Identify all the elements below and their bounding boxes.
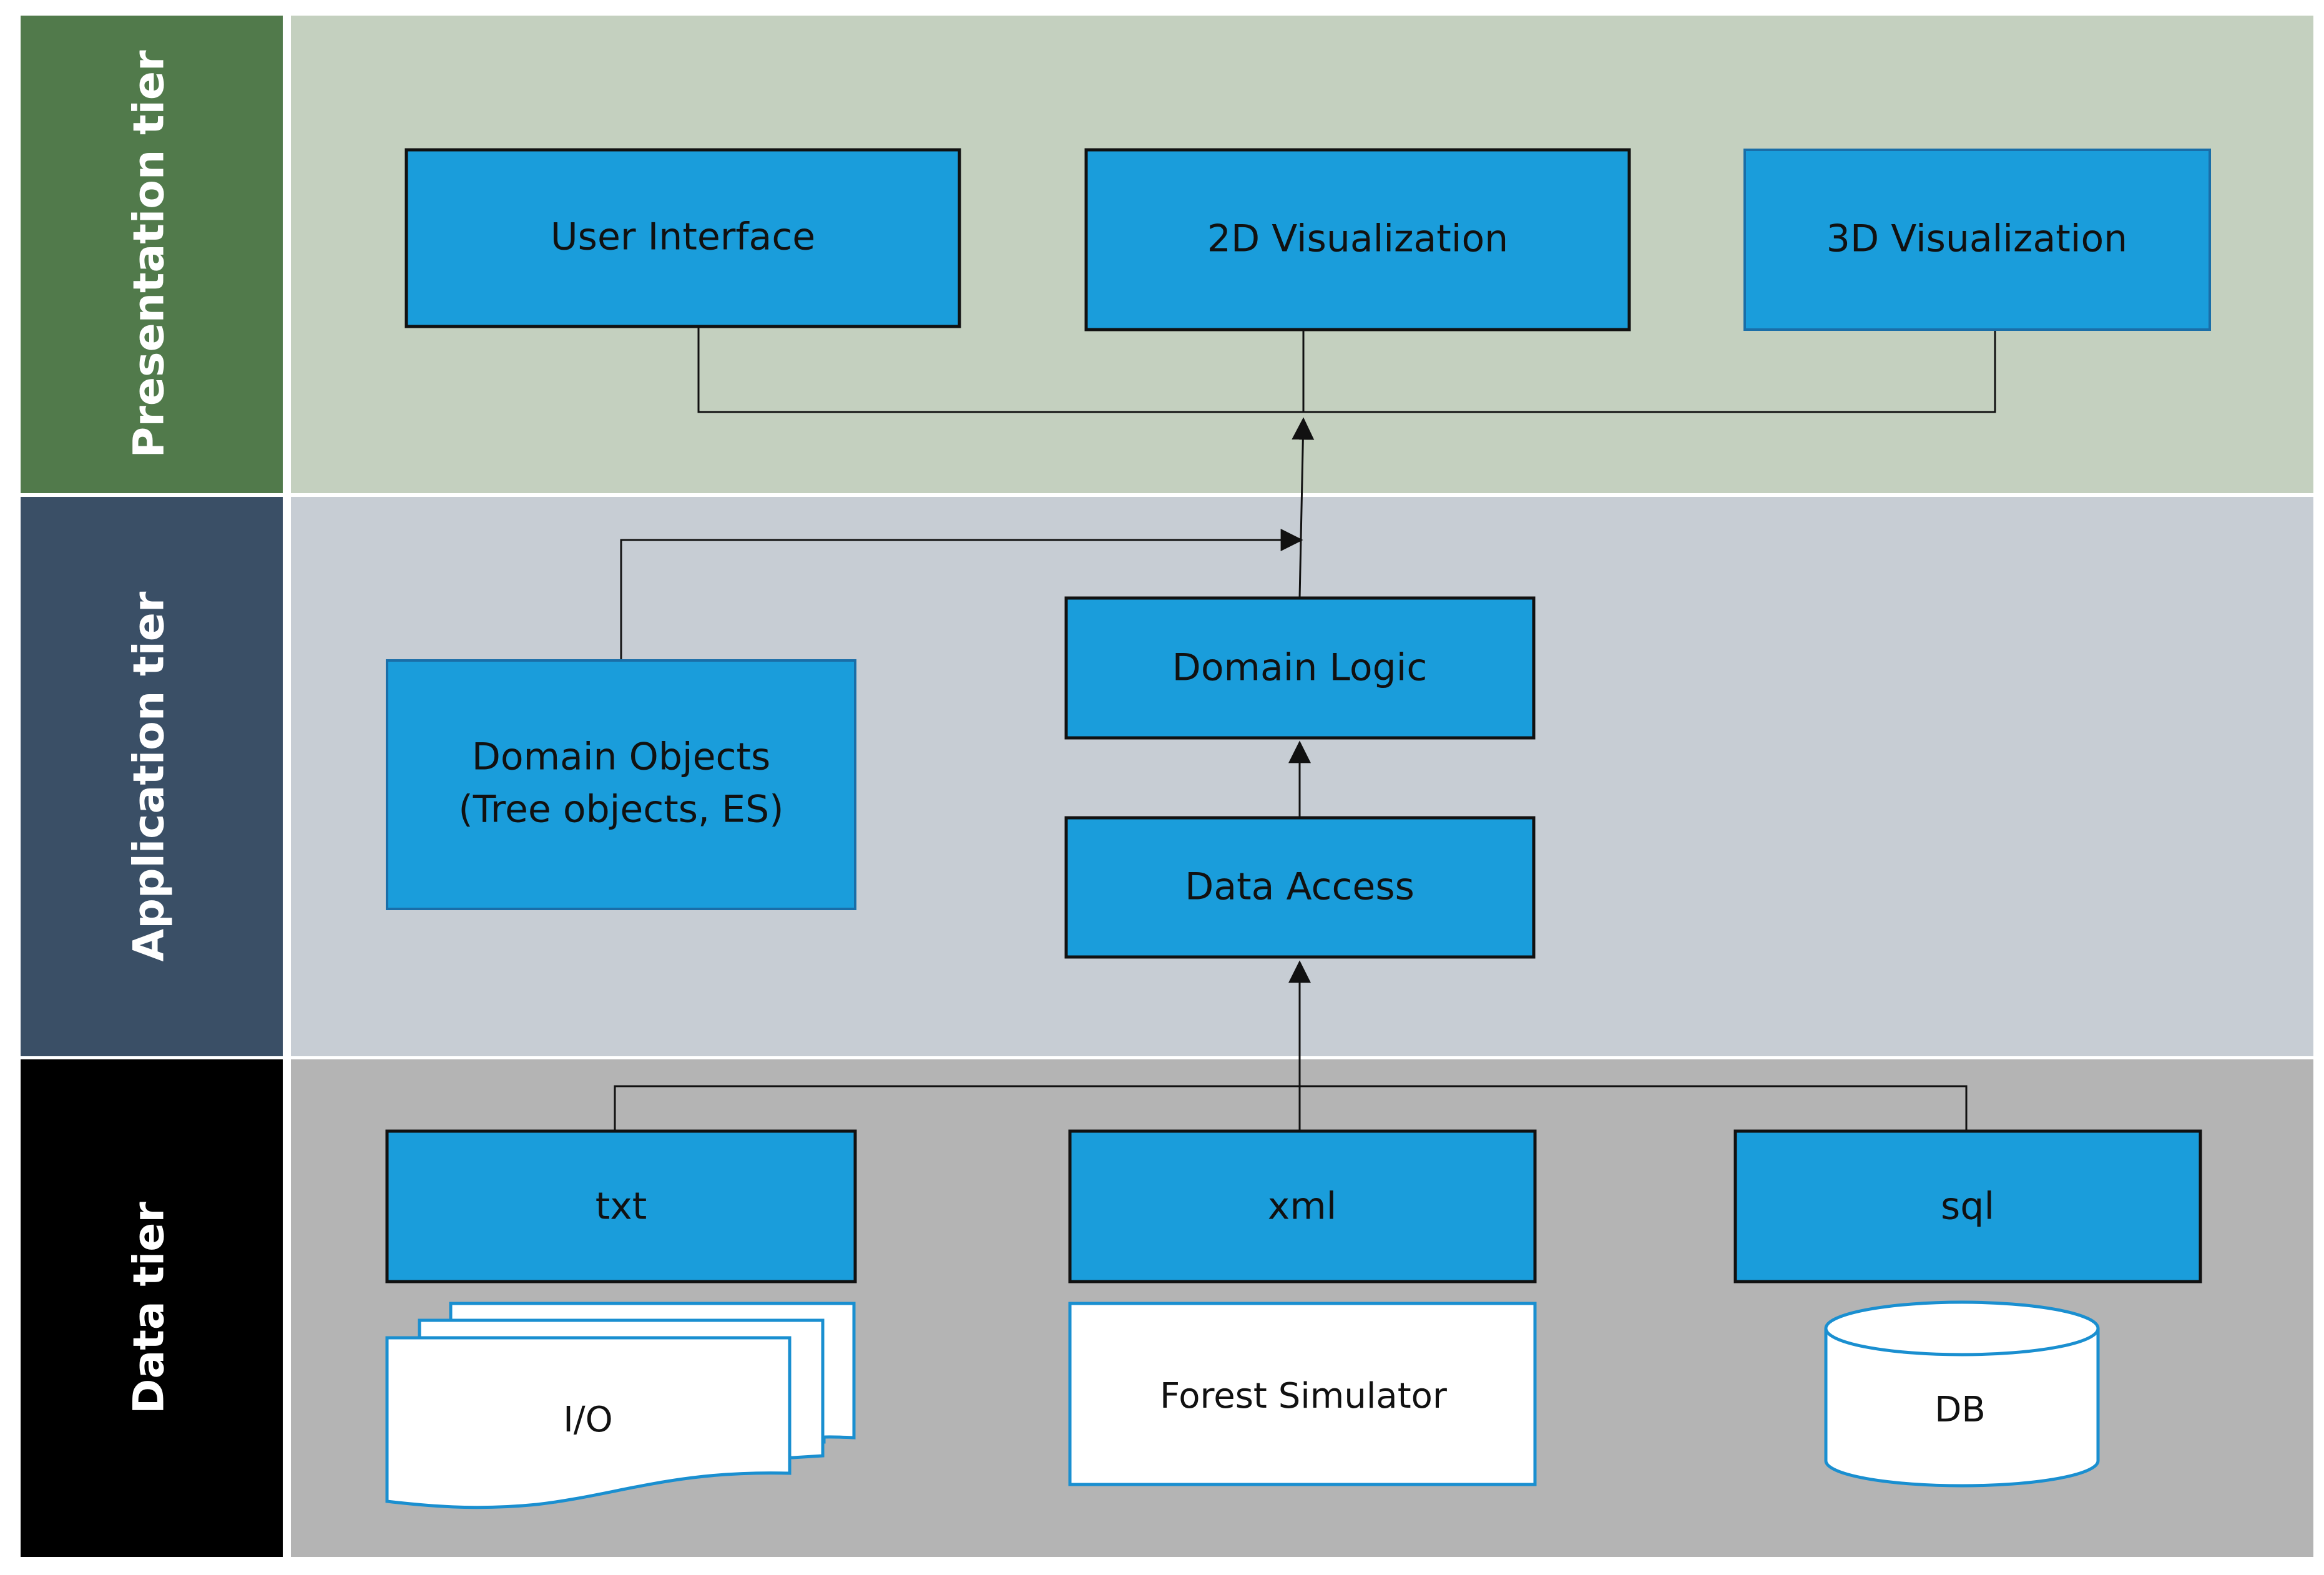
user-interface-label: User Interface <box>551 215 815 259</box>
txt-label: txt <box>596 1185 647 1229</box>
sql-box: sql <box>1733 1129 2202 1283</box>
txt-box: txt <box>385 1129 857 1283</box>
arrow-domain-objects-to-trunk <box>620 529 1303 660</box>
db-cylinder-shape: DB <box>1824 1300 2100 1488</box>
connector-ui-to-bus <box>697 326 1996 413</box>
domain-logic-box: Domain Logic <box>1064 596 1536 740</box>
data-access-label: Data Access <box>1185 865 1415 909</box>
io-multi-document-shape: I/O <box>385 1302 856 1509</box>
sql-label: sql <box>1941 1185 1994 1229</box>
xml-label: xml <box>1268 1185 1337 1229</box>
3d-visualization-box: 3D Visualization <box>1743 149 2211 331</box>
presentation-tier-side <box>21 16 283 493</box>
application-tier: Application tier <box>21 497 2313 1056</box>
connectors <box>614 326 1996 1131</box>
xml-box: xml <box>1068 1129 1537 1283</box>
domain-logic-label: Domain Logic <box>1172 646 1428 690</box>
presentation-tier-label: Presentation tier <box>125 50 174 458</box>
data-access-box: Data Access <box>1064 816 1536 959</box>
data-tier-label: Data tier <box>125 1202 174 1414</box>
forest-simulator-shape: Forest Simulator <box>1068 1302 1537 1486</box>
2d-visualization-box: 2D Visualization <box>1084 148 1631 331</box>
domain-objects-label-line2: (Tree objects, ES) <box>458 788 783 832</box>
forest-simulator-label: Forest Simulator <box>1160 1376 1448 1416</box>
domain-objects-label-line1: Domain Objects <box>472 735 771 779</box>
io-label: I/O <box>563 1400 612 1440</box>
arrow-domain-logic-to-presentation <box>1292 417 1315 599</box>
connector-data-bus <box>614 1085 1968 1131</box>
domain-objects-box: Domain Objects (Tree objects, ES) <box>386 659 856 910</box>
3d-visualization-label: 3D Visualization <box>1826 217 2127 261</box>
application-tier-label: Application tier <box>125 591 174 961</box>
application-tier-side <box>21 497 283 1056</box>
user-interface-box: User Interface <box>404 148 961 328</box>
db-label: DB <box>1934 1390 1986 1430</box>
2d-visualization-label: 2D Visualization <box>1207 217 1508 261</box>
data-tier-side <box>21 1059 283 1557</box>
